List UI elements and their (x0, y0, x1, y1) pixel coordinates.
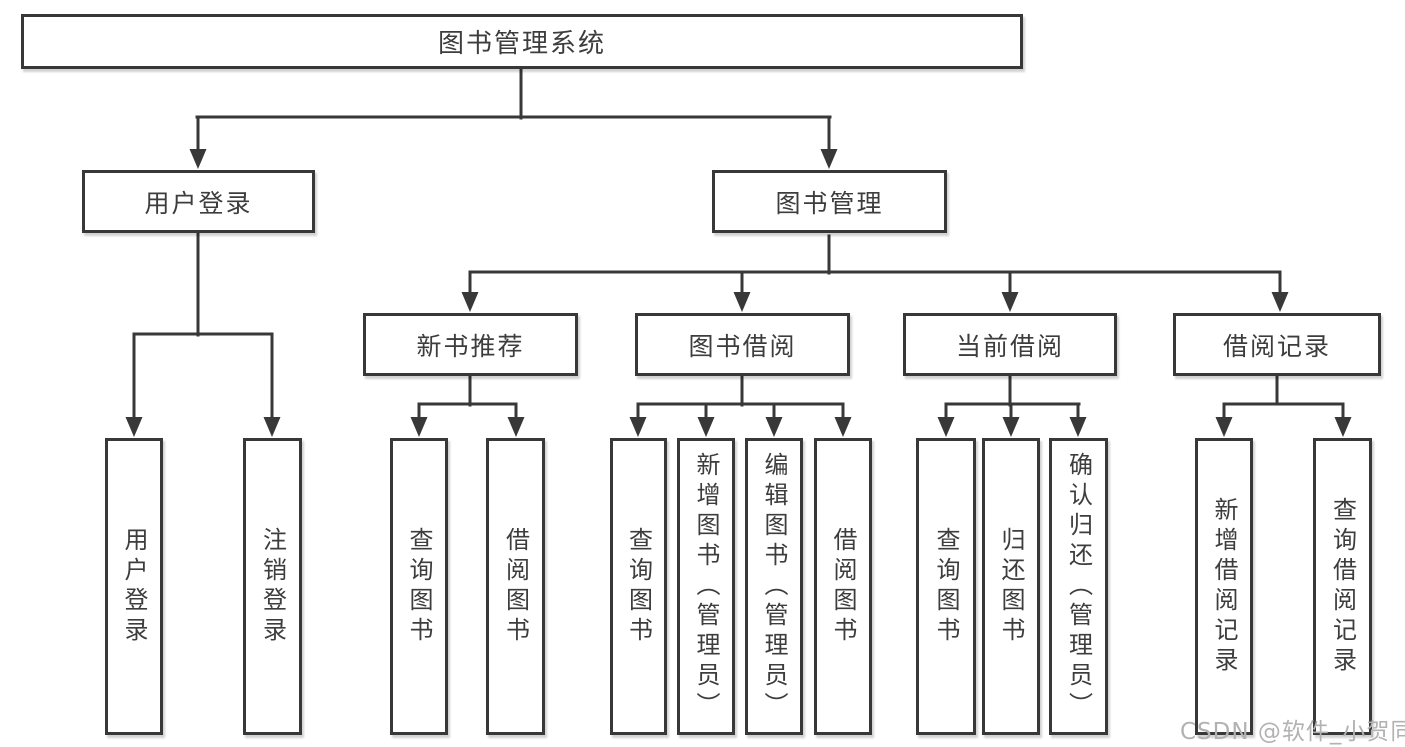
leaf-query-borrow-record: 查询借阅记录 (1313, 438, 1372, 735)
leaf-confirm-return-admin: 确认归还（管理员） (1049, 438, 1108, 735)
csdn-watermark: CSDN @软件_小贺同学 (1180, 719, 1405, 745)
node-book-management: 图书管理 (712, 170, 947, 233)
arrowhead-icon (461, 292, 479, 312)
leaf-logout: 注销登录 (243, 438, 302, 735)
node-borrowing-records: 借阅记录 (1173, 313, 1381, 376)
arrowhead-icon (629, 417, 647, 437)
node-library-management-system: 图书管理系统 (21, 14, 1023, 69)
node-new-book-recommendation: 新书推荐 (363, 313, 578, 376)
leaf-query-books-current: 查询图书 (916, 438, 976, 735)
arrowhead-icon (1002, 417, 1020, 437)
leaf-edit-books-admin: 编辑图书（管理员） (745, 438, 803, 735)
arrowhead-icon (263, 417, 281, 437)
leaf-return-books: 归还图书 (982, 438, 1040, 735)
leaf-add-borrow-record: 新增借阅记录 (1195, 438, 1253, 735)
arrowhead-icon (410, 417, 428, 437)
arrowhead-icon (1069, 417, 1087, 437)
arrowhead-icon (820, 149, 838, 169)
leaf-user-login: 用户登录 (105, 438, 163, 735)
arrowhead-icon (1271, 292, 1289, 312)
arrowhead-icon (733, 292, 751, 312)
leaf-query-books-borrow: 查询图书 (610, 438, 667, 735)
arrowhead-icon (1001, 292, 1019, 312)
arrowhead-icon (125, 417, 143, 437)
leaf-add-books-admin: 新增图书（管理员） (677, 438, 735, 735)
arrowhead-icon (765, 417, 783, 437)
arrowhead-icon (189, 149, 207, 169)
leaf-query-books-recommend: 查询图书 (390, 438, 448, 735)
arrowhead-icon (697, 417, 715, 437)
arrowhead-icon (937, 417, 955, 437)
node-current-borrowing: 当前借阅 (903, 313, 1117, 376)
arrowhead-icon (1334, 417, 1352, 437)
arrowhead-icon (1215, 417, 1233, 437)
arrowhead-icon (834, 417, 852, 437)
node-book-borrowing: 图书借阅 (635, 313, 850, 376)
leaf-borrow-books-recommend: 借阅图书 (486, 438, 545, 735)
node-user-login: 用户登录 (82, 170, 315, 233)
leaf-borrow-books: 借阅图书 (814, 438, 872, 735)
arrowhead-icon (507, 417, 525, 437)
